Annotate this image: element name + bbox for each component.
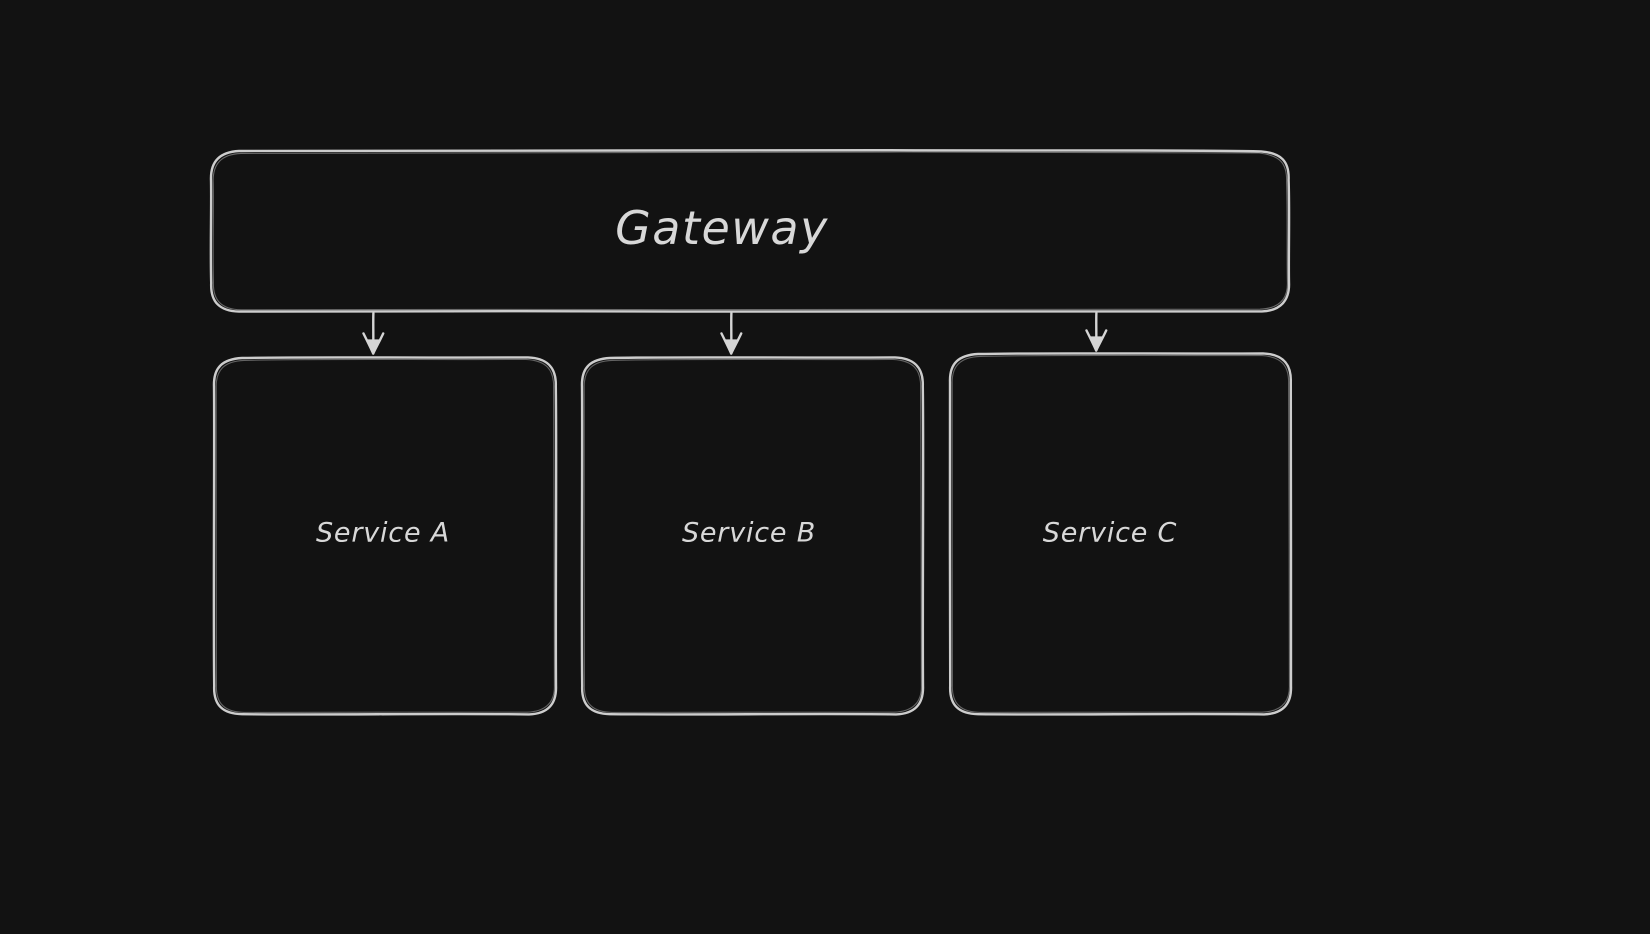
node-service-c[interactable] [949, 353, 1292, 715]
node-service-a-shape[interactable] [212, 356, 558, 716]
edge-gateway-service-c-arrow[interactable] [1085, 311, 1108, 352]
node-service-a-label: Service A [315, 517, 451, 549]
node-service-b-shape[interactable] [580, 356, 925, 716]
node-service-c-shape[interactable] [948, 352, 1293, 716]
node-service-b-label: Service B [681, 517, 817, 549]
node-service-c-label: Service C [1042, 517, 1178, 549]
node-gateway-shape[interactable] [209, 148, 1291, 313]
edge-gateway-service-a-arrow[interactable] [362, 311, 385, 355]
edge-gateway-service-b-arrow[interactable] [720, 311, 743, 355]
node-gateway-label: Gateway [615, 201, 829, 255]
node-gateway[interactable] [210, 150, 1290, 312]
node-service-b[interactable] [581, 357, 923, 715]
node-service-a[interactable] [213, 357, 557, 715]
